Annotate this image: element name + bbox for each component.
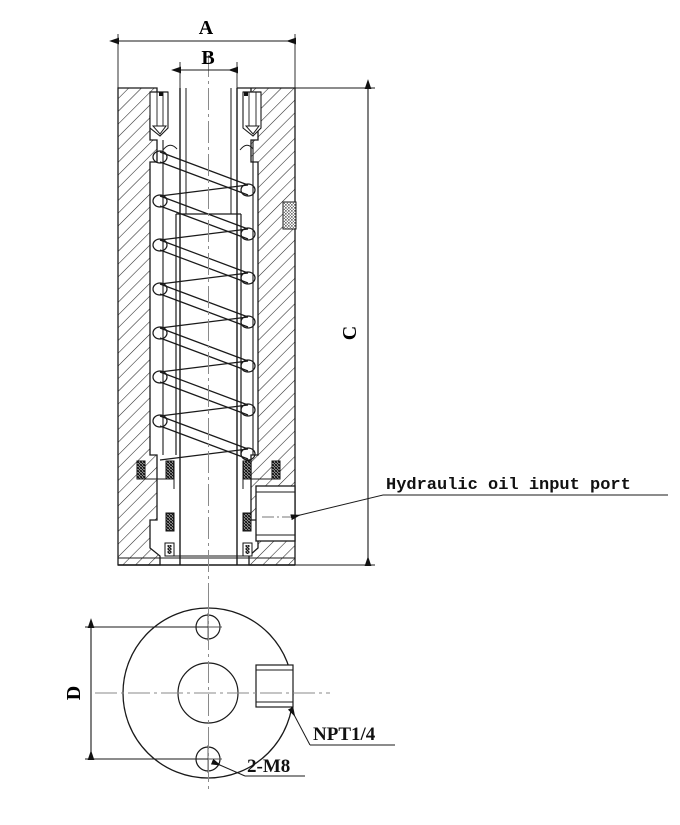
callout-oil-port: Hydraulic oil input port [290,476,668,521]
dimension-c: C [295,79,375,566]
coil-spring [152,150,256,461]
rod-overlay [185,88,232,214]
section-view [117,55,297,600]
dimension-d: D [63,618,208,760]
bolts-label: 2-M8 [247,756,290,777]
oil-port-cavity [255,485,296,542]
dimension-c-label: C [339,326,361,340]
dimension-a: A [109,17,296,88]
dimension-b: B [171,47,238,88]
dimension-a-label: A [199,17,214,39]
callout-npt: NPT1/4 [287,706,395,746]
dimension-d-label: D [63,686,85,700]
dimension-b-label: B [201,47,214,69]
bottom-view [95,595,330,790]
callout-bolts: 2-M8 [210,756,305,777]
npt-port-boss [255,664,294,708]
gasket-stipple [282,201,297,230]
threaded-cap-right [242,91,262,137]
oil-port-label: Hydraulic oil input port [386,476,631,495]
spring-cavity-walls [162,140,254,455]
seal-rings [136,460,281,557]
npt-label: NPT1/4 [313,724,376,745]
threaded-cap-left [149,91,169,137]
